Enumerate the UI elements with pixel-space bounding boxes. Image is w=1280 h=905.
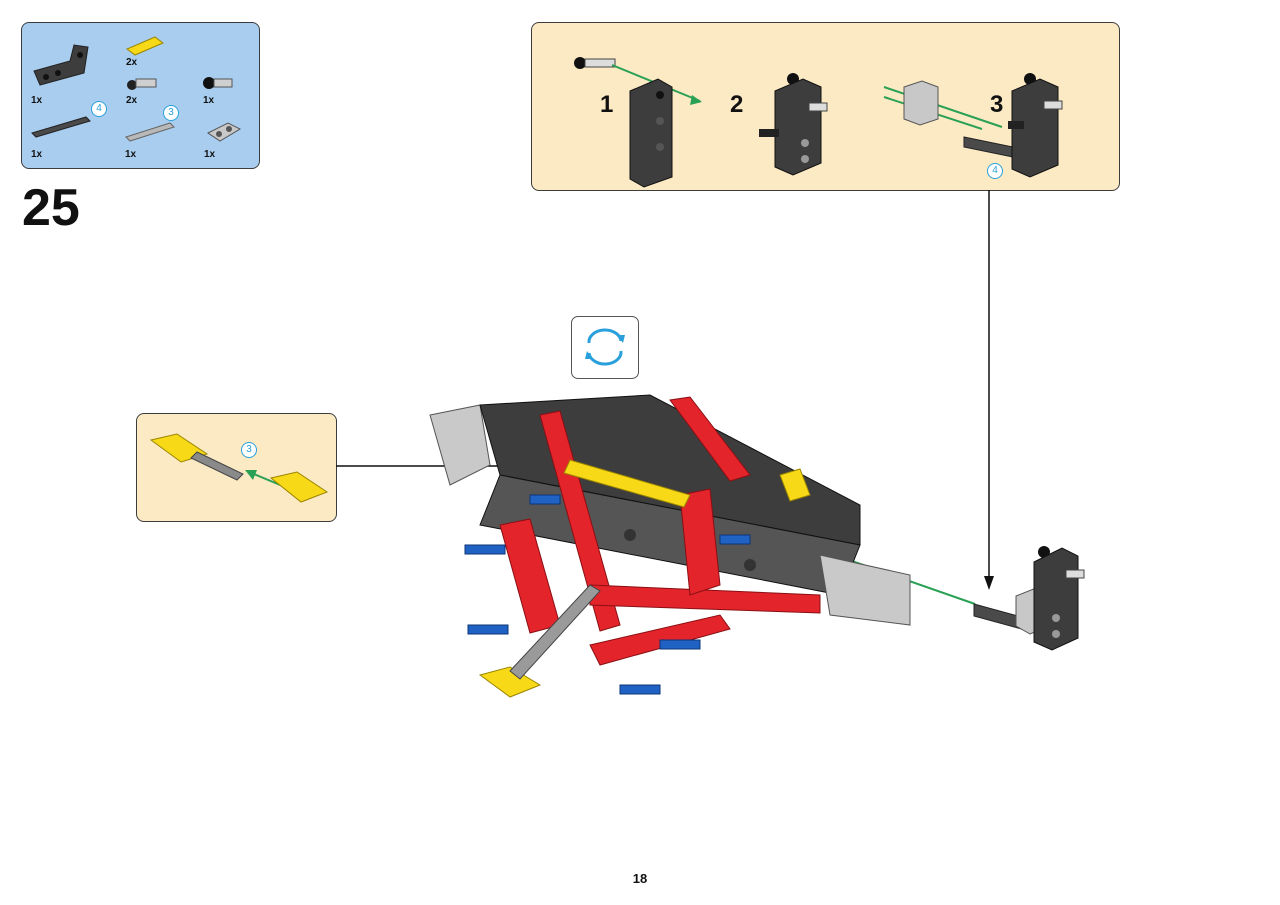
substep-number: 3 [990, 91, 1004, 118]
substep-3-illustration [883, 73, 1063, 178]
axle-length-badge: 3 [241, 442, 257, 458]
substep-2-illustration [759, 73, 828, 176]
part-qty: 2x [126, 95, 138, 106]
part-qty: 2x [126, 57, 138, 68]
rotate-icon [585, 328, 625, 366]
yellow-connector-icon [126, 36, 164, 56]
part-qty: 1x [31, 149, 43, 160]
rotate-model-indicator [571, 316, 639, 379]
part-qty: 1x [203, 95, 215, 106]
part-qty: 1x [204, 149, 216, 160]
yellow-connector-axle-illustration [149, 433, 329, 503]
attached-subassembly-illustration [973, 546, 1085, 651]
substep-1-illustration [574, 57, 702, 188]
substep-number: 1 [600, 91, 614, 118]
part-qty: 1x [31, 95, 43, 106]
step-number: 25 [22, 179, 80, 237]
grey-axle-icon [125, 122, 175, 142]
page-number: 18 [632, 871, 648, 886]
substep-number: 2 [730, 91, 744, 118]
dark-axle-icon [31, 116, 91, 138]
axle-length-badge: 4 [987, 163, 1003, 179]
main-model-illustration [429, 394, 911, 698]
bent-beam-icon [33, 44, 89, 86]
axle-length-badge: 4 [91, 101, 107, 117]
subassembly-top-panel: 1 2 3 4 [531, 22, 1120, 191]
subassembly-left-panel: 3 [136, 413, 337, 522]
black-pin-ball-icon [203, 77, 233, 89]
parts-list-panel: 1x 2x 2x 1x 4 1x 3 1x 1x [21, 22, 260, 169]
pin-with-towball-icon [127, 78, 157, 90]
grey-connector-icon [207, 122, 242, 142]
part-qty: 1x [125, 149, 137, 160]
axle-length-badge: 3 [163, 105, 179, 121]
